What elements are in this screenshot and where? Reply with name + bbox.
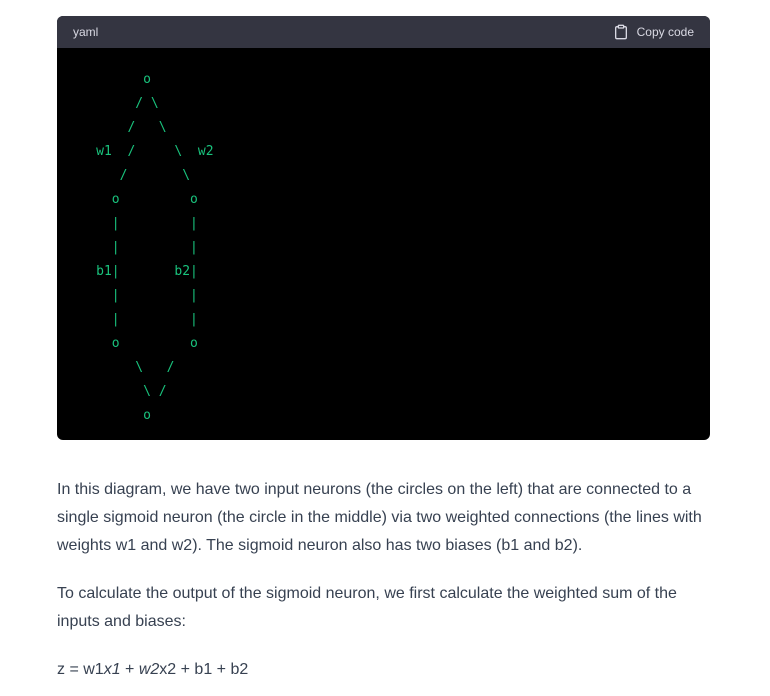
formula-italic-w2: w2 xyxy=(138,661,160,678)
assistant-response: In this diagram, we have two input neuro… xyxy=(57,476,717,684)
formula-part3: x2 + b1 + b2 xyxy=(159,661,249,678)
paragraph-calculation-intro: To calculate the output of the sigmoid n… xyxy=(57,585,677,630)
copy-code-button[interactable]: Copy code xyxy=(613,24,694,40)
code-language-label: yaml xyxy=(73,25,99,39)
code-block-header: yaml Copy code xyxy=(57,16,710,48)
copy-code-label: Copy code xyxy=(636,25,694,39)
code-block: yaml Copy code o / \ / \ w1 / \ w2 / \ o… xyxy=(57,16,710,440)
code-content: o / \ / \ w1 / \ w2 / \ o o | | | | b1| … xyxy=(96,72,214,423)
clipboard-icon xyxy=(613,24,629,40)
paragraph-diagram-explanation: In this diagram, we have two input neuro… xyxy=(57,481,702,554)
formula-part1: z = w1 xyxy=(57,661,104,678)
formula-part2: + xyxy=(120,661,139,678)
formula-italic-x1: x1 xyxy=(103,661,121,678)
formula: z = w1x1 + w2x2 + b1 + b2 xyxy=(57,656,717,684)
